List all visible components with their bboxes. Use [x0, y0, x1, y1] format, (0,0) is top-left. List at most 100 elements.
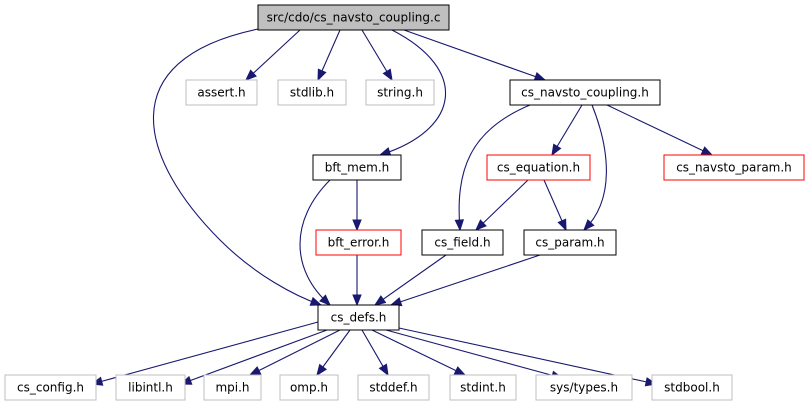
edge-arrowhead: [389, 297, 403, 307]
node-label: omp.h: [290, 381, 328, 395]
edge-arrowhead: [583, 219, 595, 231]
node-label: cs_navsto_coupling.h: [521, 86, 649, 100]
node-root[interactable]: src/cdo/cs_navsto_coupling.c: [257, 4, 450, 31]
node-box: [257, 4, 450, 31]
node-string: string.h: [365, 79, 435, 106]
edge-cs_defs-to-stddef: [361, 329, 389, 377]
node-stdlib: stdlib.h: [277, 79, 347, 106]
edge-line: [458, 104, 531, 231]
edge-line: [245, 29, 301, 81]
edge-root-to-navsto_coupling_h: [403, 29, 547, 81]
edge-line: [403, 29, 546, 81]
node-label: cs_param.h: [535, 236, 604, 250]
edge-arrowhead: [248, 366, 262, 376]
node-cs_config: cs_config.h: [4, 374, 97, 401]
edge-line: [374, 254, 447, 306]
edge-arrowhead: [319, 294, 331, 306]
node-label: cs_navsto_param.h: [676, 161, 792, 175]
node-box: [115, 374, 186, 401]
edge-arrowhead: [453, 366, 467, 376]
edge-bft_mem-to-cs_defs: [299, 179, 331, 306]
edge-arrowhead: [352, 219, 362, 232]
node-box: [185, 79, 258, 106]
edge-arrowhead: [373, 295, 387, 306]
node-label: libintl.h: [128, 381, 173, 395]
node-box: [203, 374, 262, 401]
edge-cs_defs-to-systypes: [385, 329, 564, 380]
node-box: [315, 229, 402, 256]
edge-arrowhead: [551, 143, 562, 157]
edge-arrowhead: [245, 69, 257, 81]
node-bft_error[interactable]: bft_error.h: [315, 229, 402, 256]
edge-navsto_coupling_h-to-cs_navsto_param: [606, 104, 714, 156]
edge-arrowhead: [382, 68, 393, 82]
node-box: [312, 154, 402, 181]
edge-arrowhead: [378, 147, 392, 157]
edge-bft_mem-to-bft_error: [352, 180, 362, 232]
node-cs_param[interactable]: cs_param.h: [523, 229, 617, 256]
edge-arrowhead: [533, 72, 547, 81]
node-label: stdbool.h: [664, 381, 720, 395]
edge-arrowhead: [352, 294, 362, 307]
edge-cs_equation-to-cs_param: [543, 179, 567, 232]
edge-arrowhead: [309, 296, 323, 306]
node-label: src/cdo/cs_navsto_coupling.c: [267, 11, 441, 25]
edge-arrowhead: [317, 68, 327, 82]
node-mpi: mpi.h: [203, 374, 262, 401]
edge-arrowhead: [700, 146, 714, 156]
node-stdbool: stdbool.h: [651, 374, 733, 401]
node-omp: omp.h: [279, 374, 339, 401]
node-box: [663, 154, 805, 181]
edge-arrowhead: [557, 218, 567, 232]
node-systypes: sys/types.h: [535, 374, 633, 401]
edge-root-to-assert: [245, 29, 301, 81]
node-navsto_coupling_h[interactable]: cs_navsto_coupling.h: [509, 79, 661, 106]
node-box: [317, 304, 400, 331]
node-cs_equation[interactable]: cs_equation.h: [486, 154, 591, 181]
node-box: [4, 374, 97, 401]
edge-cs_equation-to-cs_field: [475, 179, 529, 231]
edge-line: [379, 29, 446, 156]
node-libintl: libintl.h: [115, 374, 186, 401]
edge-cs_defs-to-omp: [316, 329, 351, 377]
edge-line: [583, 104, 607, 231]
node-label: cs_equation.h: [497, 161, 580, 175]
edge-line: [475, 179, 529, 231]
edge-cs_param-to-cs_defs: [389, 254, 541, 307]
edge-bft_error-to-cs_defs: [352, 255, 362, 307]
edge-line: [91, 321, 319, 385]
node-assert: assert.h: [185, 79, 258, 106]
edge-line: [385, 329, 563, 379]
node-label: cs_field.h: [434, 236, 490, 250]
edge-root-to-cs_defs: [152, 28, 323, 306]
node-cs_field[interactable]: cs_field.h: [421, 229, 504, 256]
edge-line: [371, 329, 466, 376]
node-cs_defs[interactable]: cs_defs.h: [317, 304, 400, 331]
edge-cs_field-to-cs_defs: [373, 254, 447, 306]
edge-arrowhead: [454, 219, 465, 232]
node-box: [535, 374, 633, 401]
node-label: bft_mem.h: [325, 161, 390, 175]
edge-line: [152, 28, 322, 306]
node-label: assert.h: [197, 86, 245, 100]
node-box: [279, 374, 339, 401]
node-label: cs_defs.h: [331, 311, 387, 325]
edge-line: [299, 179, 331, 306]
node-bft_mem[interactable]: bft_mem.h: [312, 154, 402, 181]
edge-arrowhead: [316, 363, 328, 377]
edge-cs_defs-to-stdint: [371, 329, 467, 376]
edge-line: [390, 254, 541, 306]
node-label: mpi.h: [215, 381, 249, 395]
node-cs_navsto_param[interactable]: cs_navsto_param.h: [663, 154, 805, 181]
edge-root-to-stdlib: [317, 29, 341, 82]
edge-root-to-string: [361, 29, 393, 82]
node-label: bft_error.h: [328, 236, 390, 250]
node-stdint: stdint.h: [449, 374, 517, 401]
node-box: [486, 154, 591, 181]
edge-arrowhead: [475, 219, 487, 231]
node-box: [509, 79, 661, 106]
node-box: [651, 374, 733, 401]
edge-navsto_coupling_h-to-cs_field: [454, 104, 531, 232]
edge-arrowhead: [378, 363, 389, 377]
